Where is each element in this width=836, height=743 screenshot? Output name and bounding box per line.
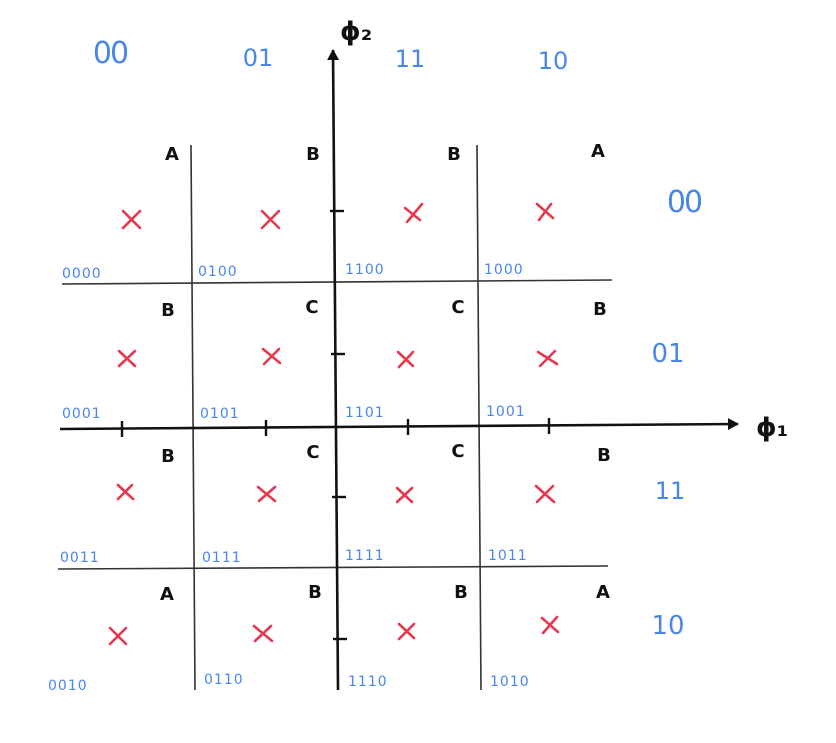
cross-marker	[116, 483, 135, 501]
column-code: 10	[538, 47, 569, 75]
cell-code: 1101	[345, 405, 385, 421]
column-code: 00	[93, 36, 128, 71]
row-code: 01	[651, 339, 684, 369]
cell-code: 1100	[345, 262, 385, 278]
constellation-points	[108, 202, 560, 646]
cell-code: 0001	[62, 406, 102, 422]
cell-code: 0100	[198, 264, 238, 280]
cell-code: 0010	[48, 678, 88, 694]
cell-code: 0101	[200, 406, 240, 422]
region-label: A	[596, 582, 610, 603]
region-label: C	[451, 297, 464, 318]
cross-marker	[256, 485, 277, 503]
row-codes: 00 01 11 10	[651, 185, 704, 641]
axes: ϕ₁ ϕ₂	[59, 17, 788, 691]
cell-code: 1010	[490, 674, 530, 690]
y-axis-label: ϕ₂	[340, 17, 372, 47]
cell-code: 1001	[486, 404, 526, 420]
cross-marker	[396, 350, 415, 369]
region-label: B	[308, 582, 322, 603]
cross-marker	[261, 347, 282, 366]
cell-code: 1000	[484, 262, 524, 278]
row-code: 11	[655, 477, 686, 505]
grid-lines	[57, 144, 613, 691]
cell-code: 1110	[348, 674, 388, 690]
cross-marker	[535, 202, 555, 222]
cross-marker	[536, 349, 559, 368]
row-code: 10	[651, 611, 684, 641]
x-axis-ticks	[120, 418, 551, 437]
grid-line-horizontal-bottom	[57, 565, 609, 570]
row-code: 00	[667, 185, 702, 220]
column-codes: 00 01 11 10	[93, 36, 568, 75]
grid-line-vertical-right	[476, 144, 482, 691]
cross-marker	[534, 484, 556, 504]
cell-code: 0011	[60, 550, 100, 566]
region-label: C	[306, 442, 319, 463]
cross-marker	[108, 626, 128, 646]
cell-code: 1011	[488, 548, 528, 564]
region-label: B	[597, 445, 611, 466]
region-label: B	[454, 582, 468, 603]
x-axis	[59, 418, 739, 431]
region-label: B	[161, 446, 175, 467]
cross-marker	[540, 615, 560, 635]
region-label: B	[161, 300, 175, 321]
grid-line-vertical-left	[190, 144, 196, 691]
region-label: A	[591, 141, 605, 162]
cross-marker	[121, 209, 142, 230]
cell-code: 0110	[204, 672, 244, 688]
region-label: B	[593, 299, 607, 320]
cell-code: 0111	[202, 550, 242, 566]
column-code: 11	[395, 45, 426, 73]
cell-code: 0000	[62, 266, 102, 282]
cross-marker	[395, 486, 414, 504]
cross-marker	[252, 624, 274, 643]
region-label: C	[305, 297, 318, 318]
region-label: C	[451, 441, 464, 462]
region-labels: A B B A B C C B B C C B A B B A	[160, 141, 611, 605]
column-code: 01	[243, 44, 274, 72]
y-axis	[327, 49, 340, 691]
region-label: A	[165, 144, 179, 165]
cross-marker	[397, 622, 416, 641]
cell-code: 1111	[345, 548, 385, 564]
region-label: B	[447, 144, 461, 165]
cross-marker	[403, 202, 424, 224]
region-label: B	[306, 144, 320, 165]
y-axis-ticks	[330, 209, 347, 641]
region-label: A	[160, 584, 174, 605]
cross-marker	[117, 349, 137, 368]
grid-line-horizontal-top	[61, 279, 613, 285]
cross-marker	[260, 209, 281, 230]
cell-codes: 0000 0100 1100 1000 0001 0101 1101 1001 …	[48, 262, 530, 694]
x-axis-label: ϕ₁	[756, 413, 788, 443]
